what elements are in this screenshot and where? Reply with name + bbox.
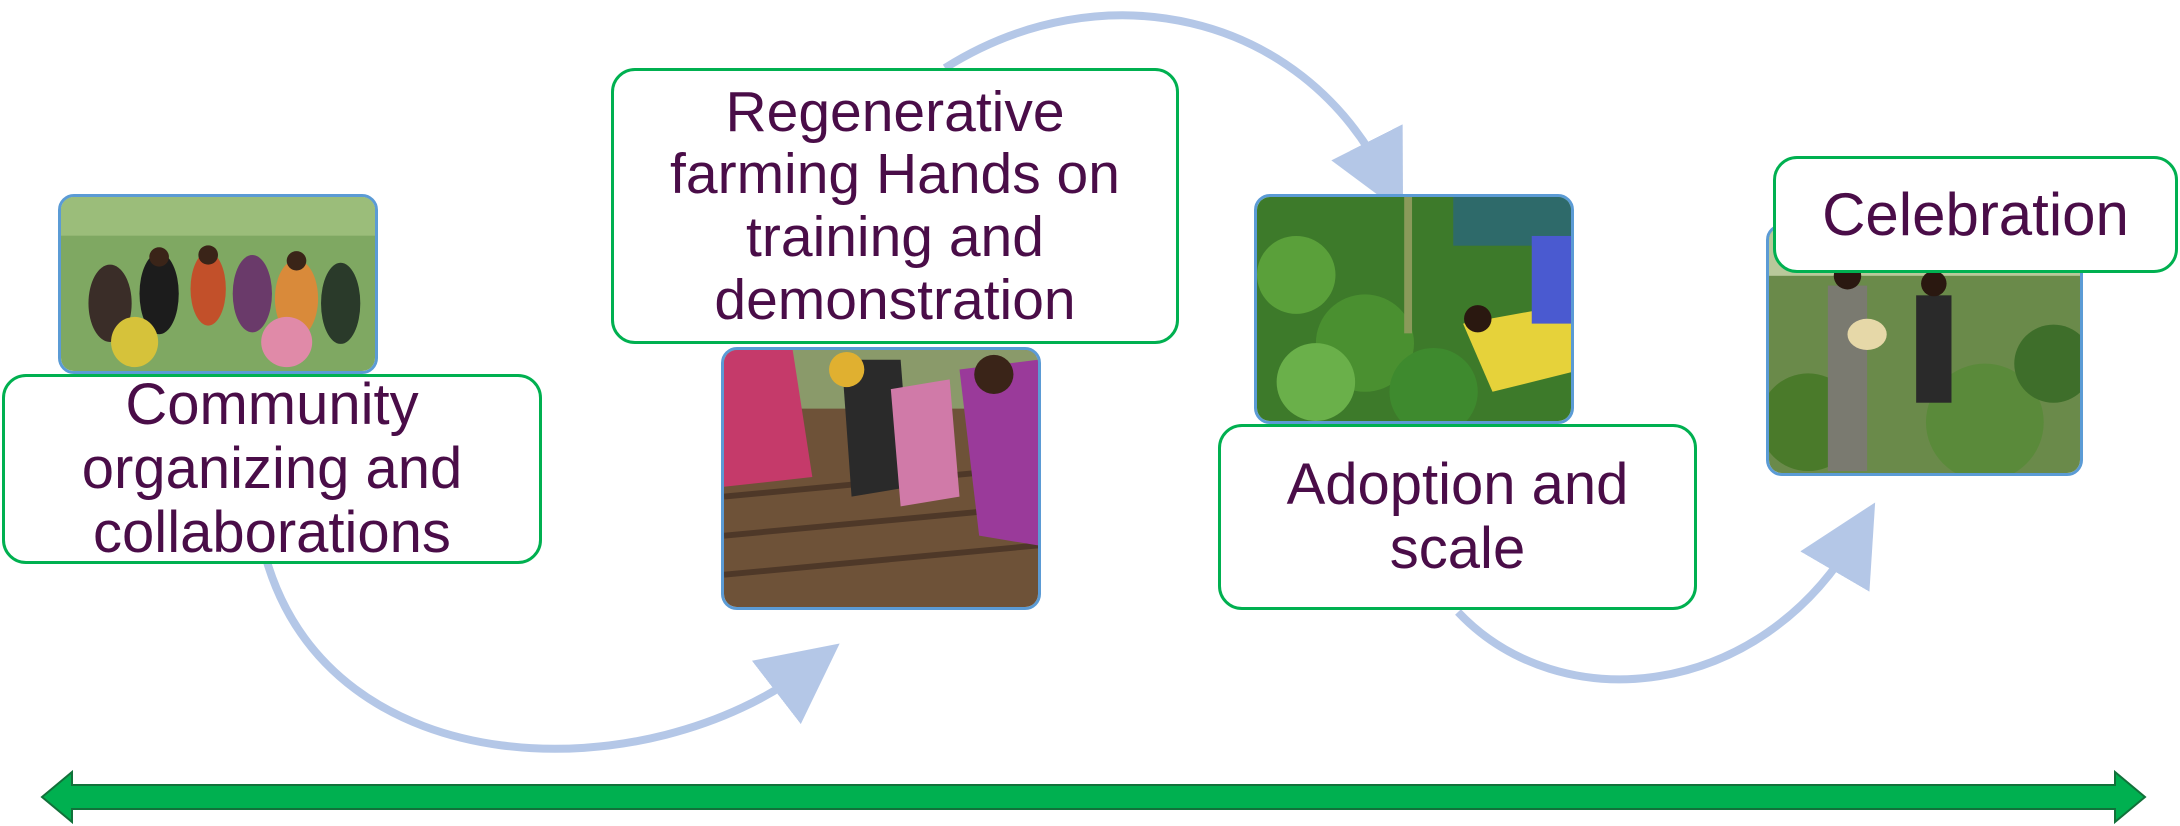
step-community-organizing: Community organizing and collaborations: [2, 372, 542, 565]
curve-arrow-2: [942, 11, 1404, 214]
step-label: Regenerative farming Hands on training a…: [670, 79, 1120, 332]
community-meeting-photo: [58, 194, 378, 374]
curve-arrow-1: [261, 553, 840, 753]
planting-training-photo: [721, 347, 1041, 610]
timeline-arrow: [40, 769, 2147, 825]
step-adoption-scale: Adoption and scale: [1218, 424, 1697, 610]
farm-garden-photo: [1254, 194, 1574, 424]
step-label: Adoption and scale: [1286, 452, 1629, 581]
curve-arrow-3: [1455, 502, 1876, 684]
step-label: Community organizing and collaborations: [81, 372, 463, 565]
step-label: Celebration: [1822, 180, 2129, 248]
step-celebration: Celebration: [1773, 156, 2178, 273]
step-regenerative-training: Regenerative farming Hands on training a…: [611, 68, 1179, 344]
